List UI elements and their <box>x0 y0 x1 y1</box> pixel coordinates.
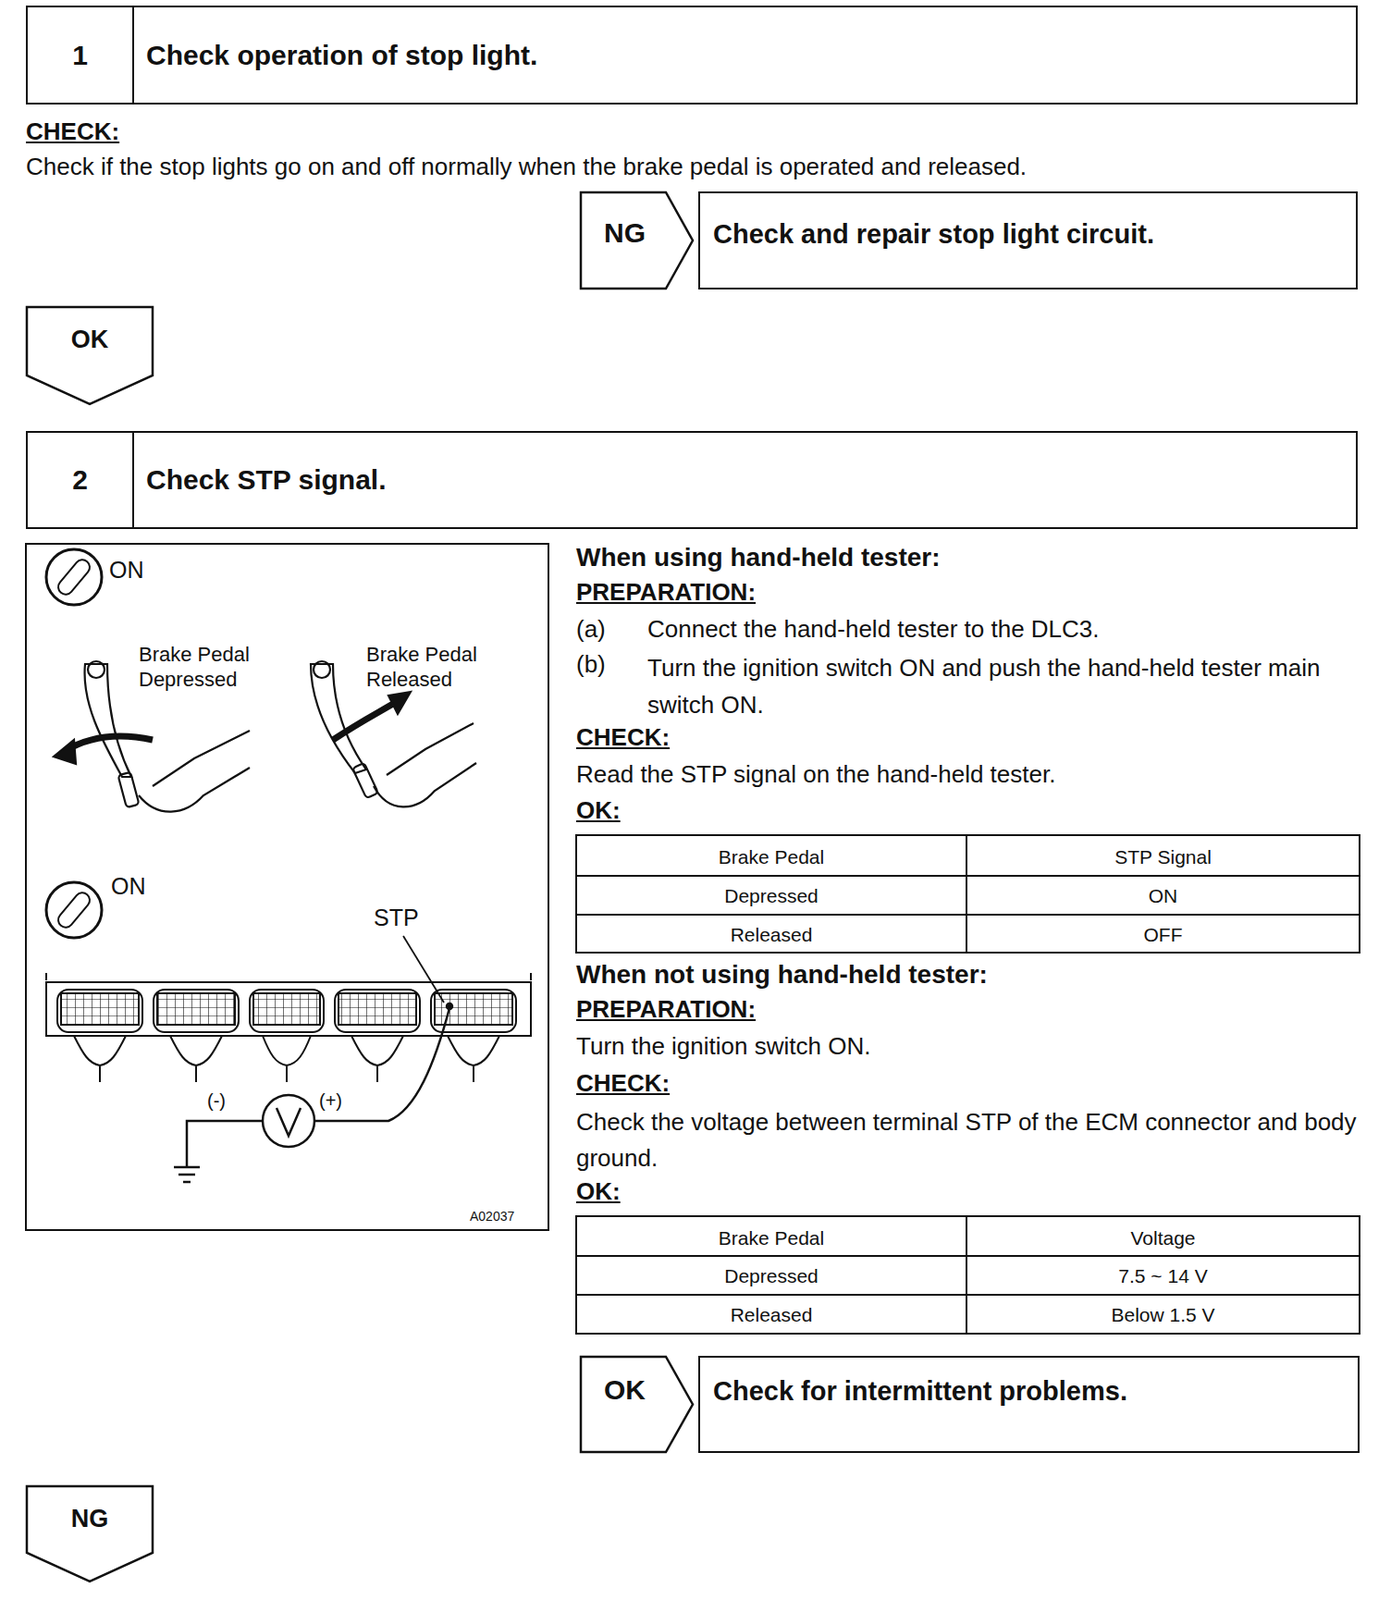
step-number: 1 <box>27 7 135 103</box>
figure-code: A02037 <box>469 1208 544 1226</box>
section-heading: CHECK: <box>576 722 947 753</box>
branch-arrow: OK <box>25 306 154 406</box>
section-heading: CHECK: <box>576 1068 947 1099</box>
switch-label: ON <box>109 555 184 585</box>
table-cell: Depressed <box>576 1264 967 1289</box>
branch-label: NG <box>579 215 670 251</box>
table-cell: Below 1.5 V <box>966 1303 1360 1328</box>
ignition-switch-symbol <box>46 549 102 938</box>
instruction-text: Turn the ignition switch ON. <box>576 1031 1363 1062</box>
table-cell: Brake Pedal <box>576 1226 967 1251</box>
step-title: Check STP signal. <box>146 462 387 498</box>
section-heading: OK: <box>576 795 762 826</box>
subsection-heading: When using hand-held tester: <box>576 541 1363 574</box>
section-heading: CHECK: <box>25 116 304 148</box>
step-number: 2 <box>27 432 135 528</box>
instruction-text: Turn the ignition switch ON and push the… <box>647 649 1360 724</box>
subsection-heading: When not using hand-held tester: <box>576 958 1363 991</box>
polarity-label: (+) <box>319 1089 357 1113</box>
branch-label: OK <box>579 1372 670 1408</box>
table-cell: STP Signal <box>966 845 1360 870</box>
table-cell: Brake Pedal <box>576 845 967 870</box>
switch-label: ON <box>110 872 185 901</box>
arrow-outline <box>25 306 154 406</box>
table-cell: Released <box>576 923 967 948</box>
instruction-text: Connect the hand-held tester to the DLC3… <box>647 614 1360 645</box>
table-cell: Voltage <box>966 1226 1360 1251</box>
section-heading: PREPARATION: <box>576 577 947 608</box>
branch-label: NG <box>25 1503 154 1536</box>
callout-label: Brake Pedal Released <box>366 641 505 692</box>
branch-arrow: NG <box>579 191 694 290</box>
result-text: Check for intermittent problems. <box>713 1374 1128 1408</box>
table-grid <box>576 835 1360 1334</box>
terminal-name: STP <box>373 903 448 933</box>
branch-label: OK <box>25 324 154 357</box>
voltmeter <box>173 935 453 1182</box>
result-box: Check and repair stop light circuit. <box>698 191 1358 290</box>
section-heading: OK: <box>576 1176 762 1207</box>
branch-arrow: OK <box>579 1355 694 1453</box>
table-cell: Depressed <box>576 884 967 909</box>
section-heading: PREPARATION: <box>576 994 947 1025</box>
polarity-label: (-) <box>207 1089 245 1113</box>
ecm-connector <box>46 972 531 1083</box>
branch-arrow: NG <box>25 1485 154 1583</box>
instruction-text: Read the STP signal on the hand-held tes… <box>576 759 1363 790</box>
instruction-text: Check the voltage between terminal STP o… <box>576 1104 1372 1177</box>
step-letter: (b) <box>576 649 632 680</box>
result-box: Check for intermittent problems. <box>698 1355 1360 1453</box>
callout-label: Brake Pedal Depressed <box>138 641 269 692</box>
step-header: 2 Check STP signal. <box>25 430 1358 530</box>
arrow-outline <box>25 1485 154 1583</box>
result-text: Check and repair stop light circuit. <box>713 217 1155 251</box>
step-title: Check operation of stop light. <box>146 37 538 74</box>
table-cell: ON <box>966 884 1360 909</box>
table-cell: OFF <box>966 923 1360 948</box>
table-cell: Released <box>576 1303 967 1328</box>
step-header: 1 Check operation of stop light. <box>25 5 1358 105</box>
instruction-text: Check if the stop lights go on and off n… <box>25 151 1377 183</box>
step-letter: (a) <box>576 614 632 645</box>
table-cell: 7.5 ~ 14 V <box>966 1264 1360 1289</box>
figure-frame <box>25 543 549 1231</box>
